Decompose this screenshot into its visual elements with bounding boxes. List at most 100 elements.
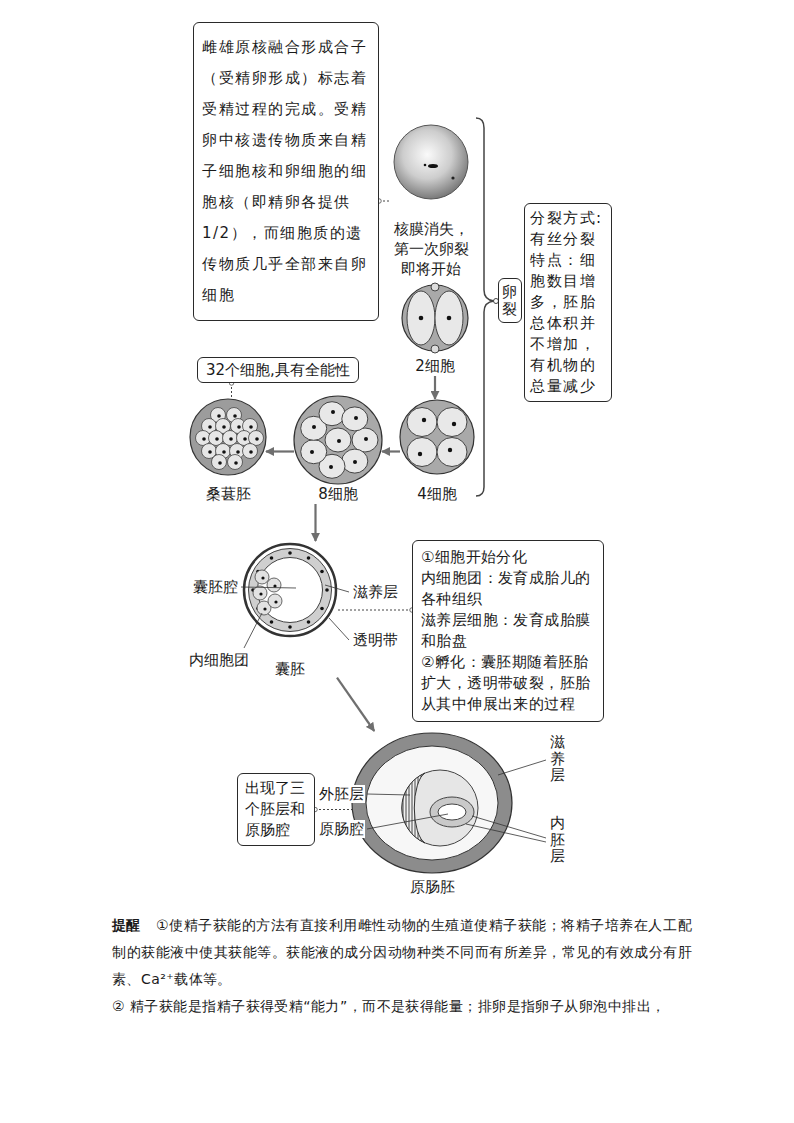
note-text: ②孵化：囊胚期随着胚胎扩大，透明带破裂，胚胎从其中伸展出来的过程 (421, 652, 595, 715)
leader-line (244, 613, 262, 648)
nucleus (419, 316, 424, 321)
nucleus (288, 551, 292, 555)
nucleus (270, 620, 274, 624)
note-heading-holder: 提醒 (112, 912, 141, 939)
leader-line (498, 760, 546, 775)
inner-cell-nuclei (259, 576, 277, 610)
leader-line (466, 824, 546, 842)
note-text: 内细胞团：发育成胎儿的各种组织 (421, 568, 595, 610)
zygote-stage: 核膜消失，第一次卵裂即将开始 (391, 123, 471, 279)
blastomere (437, 438, 467, 467)
nucleus (233, 414, 237, 418)
nucleus (263, 607, 266, 610)
blastomere (342, 449, 368, 473)
blastocyst-drawing (244, 544, 336, 636)
stage-arrow (337, 678, 374, 731)
morula-drawing (190, 399, 266, 475)
nucleus (331, 410, 335, 414)
morula-stage: 桑葚胚 (190, 399, 266, 504)
blastocyst-note: ①细胞开始分化内细胞团：发育成胎儿的各种组织滋养层细胞：发育成胎膜和胎盘②孵化：… (412, 540, 604, 722)
embryo (402, 770, 478, 846)
part-label: 滋养层 (352, 583, 399, 601)
cleavage-note: 分裂方式:有丝分裂特点：细胞数目增多，胚胎总体积并不增加，有机物的总量减少 (524, 203, 612, 402)
archenteron (438, 804, 466, 820)
nucleus (337, 439, 341, 443)
nucleus (243, 437, 247, 441)
leader-connector (231, 383, 232, 399)
nucleus (249, 425, 253, 429)
blastomere (407, 438, 437, 467)
leader-line (241, 587, 296, 588)
blastocyst-stage: 囊胚 (243, 541, 337, 679)
nucleus (448, 448, 452, 452)
nucleus (452, 422, 456, 426)
caption-text: 核膜消失，第一次卵裂即将开始 (391, 219, 471, 279)
caption-text: 8细胞 (294, 484, 382, 504)
four-cell-drawing (400, 400, 474, 474)
note-text: ①细胞开始分化 (421, 547, 595, 568)
part-label-holder: 内细胞团 (188, 651, 250, 669)
note-heading: 提醒 (112, 912, 141, 939)
ectoderm (402, 773, 425, 843)
two-cell-drawing (402, 283, 468, 353)
pronucleus (424, 164, 427, 167)
note-text: 特点：细胞数目增多，胚胎总体积并不增加，有机物的总量减少 (530, 250, 606, 397)
note-text: 32个细胞,具有全能性 (206, 360, 350, 380)
cell (267, 578, 281, 592)
note-paragraph-holder: ①使精子获能的方法有直接利用雌性动物的生殖道使精子获能；将精子培养在人工配制的获… (112, 912, 692, 993)
nucleus (237, 425, 241, 429)
trophoblast-nuclei (251, 551, 329, 629)
gastrula-note: 出现了三个胚层和原肠腔 (237, 773, 315, 846)
trophoblast-edge (249, 549, 332, 632)
cell (253, 586, 267, 600)
morula-note: 32个细胞,具有全能性 (197, 357, 359, 383)
polar-body (451, 176, 454, 179)
cell (228, 455, 243, 470)
trophoblast (253, 553, 327, 627)
blastomere (407, 408, 437, 437)
brace (476, 118, 494, 496)
nucleus (217, 414, 221, 418)
blastomere (342, 407, 368, 431)
note-paragraph: ①使精子获能的方法有直接利用雌性动物的生殖道使精子获能；将精子培养在人工配制的获… (112, 912, 692, 993)
nucleus (447, 316, 452, 321)
note-paragraph: ② 精子获能是指精子获得受精“能力”，而不是获得能量；排卵是指卵子从卵泡中排出， (112, 993, 692, 1020)
nucleus (320, 607, 324, 611)
part-label-holder: 原肠腔 (318, 820, 365, 838)
part-label-holder: 内胚层 (549, 815, 566, 865)
cleavage-bracket (476, 118, 499, 496)
morula-cells (196, 408, 264, 470)
nucleus (208, 450, 212, 454)
note-text: 卵裂 (502, 284, 517, 317)
note-text: 分裂方式:有丝分裂 (530, 208, 606, 250)
blastomere (437, 408, 467, 437)
nucleus (202, 437, 206, 441)
nucleus (325, 588, 329, 592)
trophoblast-edge (258, 558, 323, 623)
caption-text: 囊胚 (243, 659, 337, 679)
part-label: 外胚层 (318, 785, 365, 803)
gastrula-stage: 原肠胚 (352, 731, 512, 897)
polar-body (431, 283, 439, 291)
nucleus (422, 418, 426, 422)
part-label: 原肠腔 (318, 820, 365, 838)
gastrula-drawing (352, 733, 512, 873)
cell (209, 431, 224, 446)
leader-connector (315, 809, 352, 810)
blastomere (301, 440, 327, 464)
zygote-drawing (394, 125, 468, 199)
nucleus (273, 584, 276, 587)
caption-text: 4细胞 (400, 484, 474, 504)
nucleus (249, 450, 253, 454)
zona (190, 399, 266, 475)
nucleus (353, 460, 357, 464)
nucleus (222, 425, 226, 429)
nucleus (288, 625, 292, 629)
caption-text: 桑葚胚 (190, 484, 266, 504)
nucleus (229, 437, 233, 441)
nucleus (274, 600, 277, 603)
morula-nuclei (202, 414, 259, 465)
blastomere (325, 428, 351, 452)
nucleus (270, 556, 274, 560)
zona (400, 400, 474, 474)
